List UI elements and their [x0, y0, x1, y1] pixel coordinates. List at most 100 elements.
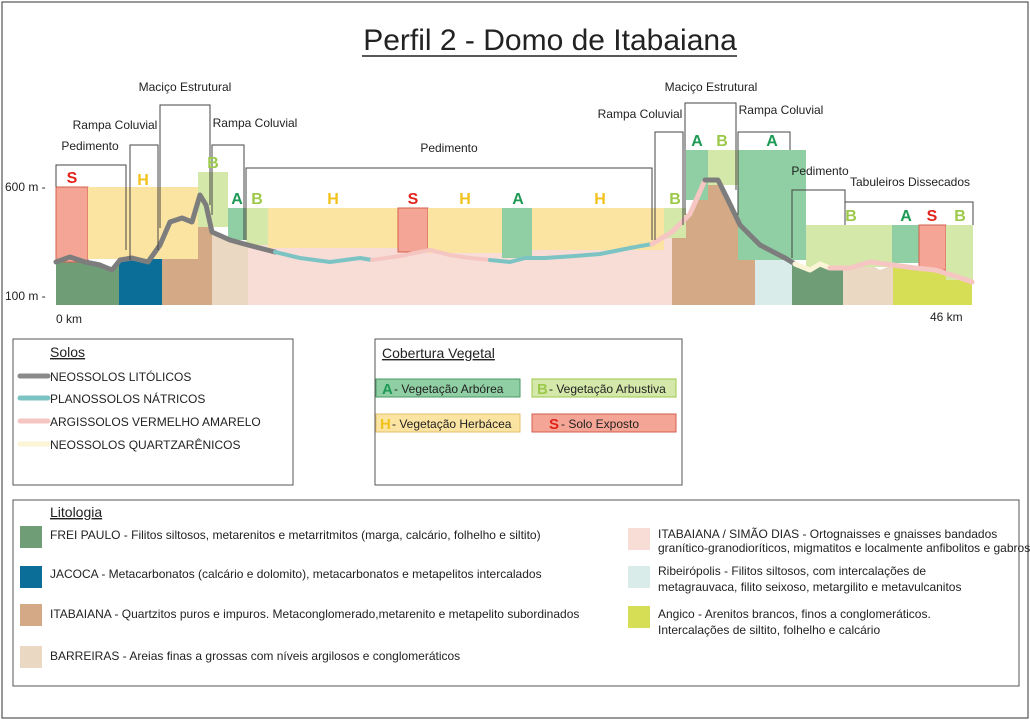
page-title: Perfil 2 - Domo de Itabaiana [363, 24, 737, 57]
legend-exposto-swatch [531, 413, 677, 433]
legend-cobertura: Cobertura Vegetal A - Vegetação Arbórea … [374, 338, 683, 486]
veg-letter-b: B [669, 191, 681, 208]
axis-labels: 600 m - 100 m - 0 km 46 km [5, 180, 963, 326]
veg-column-a-1 [228, 208, 246, 240]
soil-argissolos-1 [370, 248, 492, 262]
veg-column-h-4 [532, 208, 664, 250]
veg-column-b-6 [946, 225, 973, 280]
litho-swatch-frei-paulo [20, 526, 42, 548]
veg-letter-h: H [137, 172, 149, 189]
label-macico-2: Maciço Estrutural [665, 80, 758, 94]
litho-label-itabaiana-simao-dias: ITABAIANA / SIMÃO DIAS - Ortognaisses e … [658, 527, 997, 541]
y-label-100: 100 m - [5, 289, 46, 303]
soil-argissolos-3 [827, 259, 975, 285]
litho-swatch-ribeiropolis [628, 566, 650, 588]
veg-column-h-1 [88, 187, 198, 259]
vegetation-letters: S H B A B H S H A H B A B A B A S B [67, 133, 966, 225]
litho-label-ribeiropolis-2: metagrauvaca, filito seixoso, metargilit… [658, 580, 961, 594]
veg-column-h-3 [428, 208, 502, 253]
legend-solos-title: Solos [50, 344, 85, 360]
litho-angico [893, 262, 972, 305]
legend-solos-item: ARGISSOLOS VERMELHO AMARELO [50, 415, 261, 429]
legend-solos-item: NEOSSOLOS QUARTZARÊNICOS [50, 437, 240, 452]
soil-argissolos-2 [649, 177, 708, 247]
litho-label-barreiras: BARREIRAS - Areias finas a grossas com n… [50, 649, 460, 663]
legend-litologia: Litologia FREI PAULO - Filitos siltosos,… [12, 499, 1030, 687]
veg-letter-b: B [251, 191, 263, 208]
label-pedimento-2: Pedimento [420, 141, 478, 155]
litho-swatch-itabaiana-simao-dias [628, 528, 650, 550]
bracket-rampa-1 [129, 144, 159, 260]
x-label-start: 0 km [56, 312, 82, 326]
veg-column-h-2 [268, 208, 398, 248]
veg-letter-h: H [594, 191, 606, 208]
y-label-600: 600 m - [5, 180, 46, 194]
legend-litologia-box [12, 499, 1020, 687]
label-rampa-3: Rampa Coluvial [598, 107, 683, 121]
litho-barreiras-left [212, 230, 248, 305]
legend-solos-box [12, 338, 294, 486]
legend-litologia-title: Litologia [50, 504, 102, 520]
vegetation-cover [55, 150, 973, 280]
veg-letter-h: H [327, 191, 339, 208]
label-pedimento-3: Pedimento [791, 164, 849, 178]
litho-swatch-angico [628, 606, 650, 628]
soil-neossolos-litolicos-right [702, 177, 798, 267]
soil-lines [53, 177, 975, 285]
legend-herbacea-code: H [380, 416, 391, 433]
litho-label-angico: Angico - Arenitos brancos, finos a congl… [658, 607, 931, 621]
veg-letter-a: A [900, 208, 912, 225]
veg-letter-s: S [927, 208, 938, 225]
legend-solos-item: NEOSSOLOS LITÓLICOS [50, 369, 191, 384]
label-rampa-2: Rampa Coluvial [213, 116, 298, 130]
litho-swatch-jacoca [20, 566, 42, 588]
legend-arborea-code: A [382, 381, 393, 398]
soil-neossolos-litolicos-left [53, 192, 278, 273]
legend-arbustiva-swatch [531, 378, 677, 398]
litho-label-angico-2: Intercalações de siltito, folhelho e cal… [658, 623, 880, 637]
label-macico-1: Maciço Estrutural [139, 80, 232, 94]
bracket-rampa-4 [737, 131, 791, 215]
litho-frei-paulo-right [792, 262, 843, 305]
litho-barreiras-right [843, 262, 893, 305]
bracket-pedimento-2 [245, 167, 653, 240]
litho-label-itabaiana: ITABAIANA - Quartzitos puros e impuros. … [50, 607, 579, 621]
bracket-rampa-2 [211, 144, 245, 240]
x-label-end: 46 km [930, 310, 963, 324]
veg-letter-b: B [716, 133, 728, 150]
veg-letter-h: H [459, 191, 471, 208]
bracket-pedimento-1 [55, 164, 127, 250]
legend-solos: Solos NEOSSOLOS LITÓLICOS PLANOSSOLOS NÁ… [12, 338, 294, 486]
veg-column-s-1 [55, 186, 89, 263]
soil-planossolos-1 [273, 250, 374, 264]
veg-letter-s: S [67, 170, 78, 187]
veg-letter-a: A [766, 133, 778, 150]
legend-arborea-swatch [375, 378, 521, 398]
label-pedimento-1: Pedimento [61, 139, 119, 153]
label-rampa-4: Rampa Coluvial [739, 103, 824, 117]
label-rampa-1: Rampa Coluvial [73, 118, 158, 132]
veg-column-a-4 [738, 150, 806, 260]
veg-letter-a: A [231, 191, 243, 208]
litho-label-ribeiropolis: Ribeirópolis - Filitos siltosos, com int… [658, 564, 926, 578]
bracket-macico-2 [684, 102, 737, 215]
bracket-rampa-3 [654, 131, 684, 240]
legend-arbustiva-label: - Vegetação Arbustiva [549, 382, 666, 396]
veg-column-a-2 [502, 208, 532, 258]
litho-label-itabaiana-simao-dias-2: granítico-granodioríticos, migmatitos e … [658, 541, 1030, 555]
veg-column-s-2 [397, 207, 429, 253]
landform-labels: Pedimento Rampa Coluvial Maciço Estrutur… [61, 80, 970, 189]
legend-exposto-code: S [549, 416, 559, 433]
legend-arborea-label: - Vegetação Arbórea [394, 382, 504, 396]
legend-cobertura-box [374, 338, 683, 486]
veg-letter-b: B [845, 208, 857, 225]
veg-letter-b: B [954, 208, 966, 225]
legend-arbustiva-code: B [537, 381, 548, 398]
bracket-macico-1 [159, 104, 211, 228]
soil-planossolos-2 [488, 242, 654, 264]
veg-column-b-2 [246, 208, 268, 245]
veg-letter-a: A [512, 191, 524, 208]
legend-exposto-label: - Solo Exposto [561, 417, 639, 431]
